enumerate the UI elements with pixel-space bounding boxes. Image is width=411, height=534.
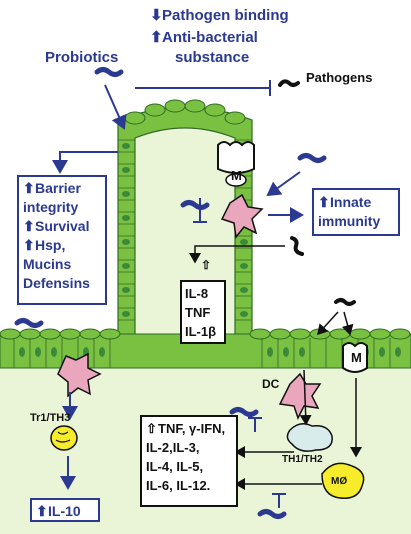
tnf-ifn-line: ⇧TNF, γ-IFN, xyxy=(146,421,226,436)
m-cell-top-shape xyxy=(217,141,255,187)
th-cell-shape xyxy=(286,423,333,452)
m-cell-top-label: M xyxy=(231,168,242,183)
cytokine-box: IL-8 TNF IL-1β xyxy=(180,280,226,344)
down-arrow-icon: ⬇ xyxy=(150,7,163,24)
th-cytokine-box: ⇧TNF, γ-IFN, IL-2,IL-3, IL-4, IL-5, IL-6… xyxy=(140,415,238,507)
macrophage-label: MØ xyxy=(331,476,348,487)
arrow-to-cytokines xyxy=(189,245,285,264)
survival-line: ⬆Survival xyxy=(23,218,90,234)
il1b-line: IL-1β xyxy=(185,324,217,339)
m-cell-bottom-label: M xyxy=(351,350,362,365)
arrow-to-barrier xyxy=(52,151,118,174)
defensins-line: Defensins xyxy=(23,275,90,291)
barrier-line: ⬆Barrier xyxy=(23,180,81,196)
arrow-probiotic-to-villus xyxy=(104,84,127,130)
treg-cell-shape xyxy=(50,425,78,451)
pathogens-label: Pathogens xyxy=(306,70,373,85)
probiotic-bacteria xyxy=(14,67,327,519)
up-arrow-icon: ⇧ xyxy=(201,258,212,272)
up-arrow-icon: ⬆ xyxy=(150,29,163,46)
antibacterial-line: ⬆Anti-bacterial xyxy=(150,29,258,46)
up-arrow-icon: ⬆ xyxy=(318,194,330,210)
il10-box: ⬆IL-10 xyxy=(30,498,100,522)
up-arrow-icon: ⬆ xyxy=(23,237,35,253)
integrity-line: integrity xyxy=(23,199,79,215)
innate-immunity-box: ⬆Innate immunity xyxy=(312,188,400,236)
dendritic-cells-shapes xyxy=(57,193,322,420)
barrier-box: ⬆Barrier integrity ⬆Survival ⬆Hsp, Mucin… xyxy=(17,175,107,305)
substance-label: substance xyxy=(175,49,250,66)
probiotics-label: Probiotics xyxy=(45,49,119,66)
dc-label: DC xyxy=(262,377,280,391)
il2-line: IL-2,IL-3, xyxy=(146,440,200,455)
immunity-line: immunity xyxy=(318,213,381,229)
up-arrow-icon: ⬆ xyxy=(36,503,48,519)
pathogen-binding-line: ⬇Pathogen binding xyxy=(150,7,289,24)
macrophage-shape xyxy=(321,462,365,499)
tr-label: Tr1/TH3 xyxy=(30,412,71,424)
tnf-line: TNF xyxy=(185,305,211,320)
up-arrow-icon: ⬆ xyxy=(23,218,35,234)
th-label: TH1/TH2 xyxy=(282,454,323,465)
up-arrow-icon: ⬆ xyxy=(23,180,35,196)
il8-line: IL-8 xyxy=(185,286,209,301)
pathogen-bacteria xyxy=(278,79,356,306)
hsp-line: ⬆Hsp, xyxy=(23,237,66,253)
il4-line: IL-4, IL-5, xyxy=(146,459,204,474)
m-cell-bottom-shape xyxy=(342,342,368,373)
innate-line: ⬆Innate xyxy=(318,194,372,210)
il10-line: ⬆IL-10 xyxy=(36,503,81,519)
mucins-line: Mucins xyxy=(23,256,72,272)
il6-line: IL-6, IL-12. xyxy=(146,478,211,493)
up-arrow-icon: ⇧ xyxy=(146,421,157,436)
